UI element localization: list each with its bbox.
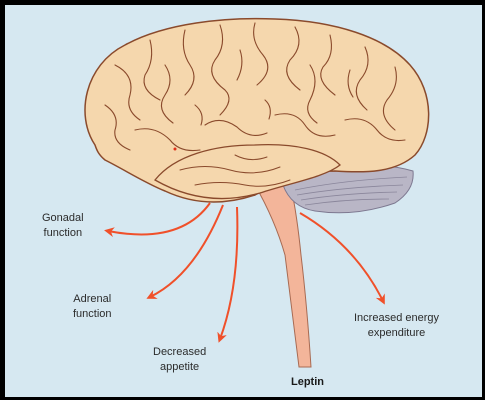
label-increased-energy-expenditure: Increased energy expenditure <box>354 312 439 339</box>
arrow-appetite <box>217 206 239 343</box>
temporal-lobe <box>154 144 341 200</box>
label-leptin: Leptin <box>291 376 324 388</box>
cerebellum-folds <box>294 176 408 206</box>
label-adrenal-function: Adrenal function <box>73 293 112 320</box>
hypothalamus-dot <box>173 147 177 151</box>
label-gonadal-function: Gonadal function <box>42 212 84 239</box>
brain-icon <box>84 17 430 203</box>
brain-diagram <box>84 17 430 368</box>
arrow-gonadal <box>104 202 211 238</box>
temporal-gyri <box>179 154 291 187</box>
arrow-icon <box>104 202 385 343</box>
label-decreased-appetite: Decreased appetite <box>153 346 207 373</box>
brain-gyri <box>104 22 406 152</box>
brainstem <box>254 182 312 368</box>
arrow-adrenal <box>146 204 224 299</box>
diagram-panel: Gonadal function Adrenal function Decrea… <box>5 5 482 397</box>
arrow-energy <box>299 212 385 305</box>
